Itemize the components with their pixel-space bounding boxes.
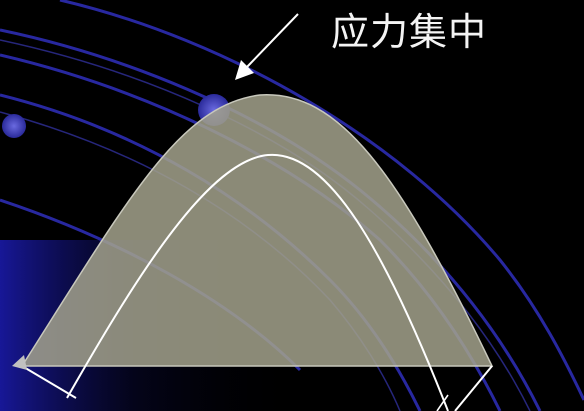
left-base-tick (21, 365, 77, 399)
decor-orb-left (2, 114, 26, 138)
left-base-arrowhead (12, 355, 27, 370)
callout-arrowhead-icon (235, 60, 254, 80)
inner-stress-curve (66, 153, 449, 411)
inner-curve-foot-tick (436, 394, 449, 411)
stress-arch-region (20, 94, 494, 367)
callout-arrow-line (245, 13, 299, 69)
stress-concentration-label: 应力集中 (331, 10, 488, 54)
right-base-tick (454, 365, 493, 411)
